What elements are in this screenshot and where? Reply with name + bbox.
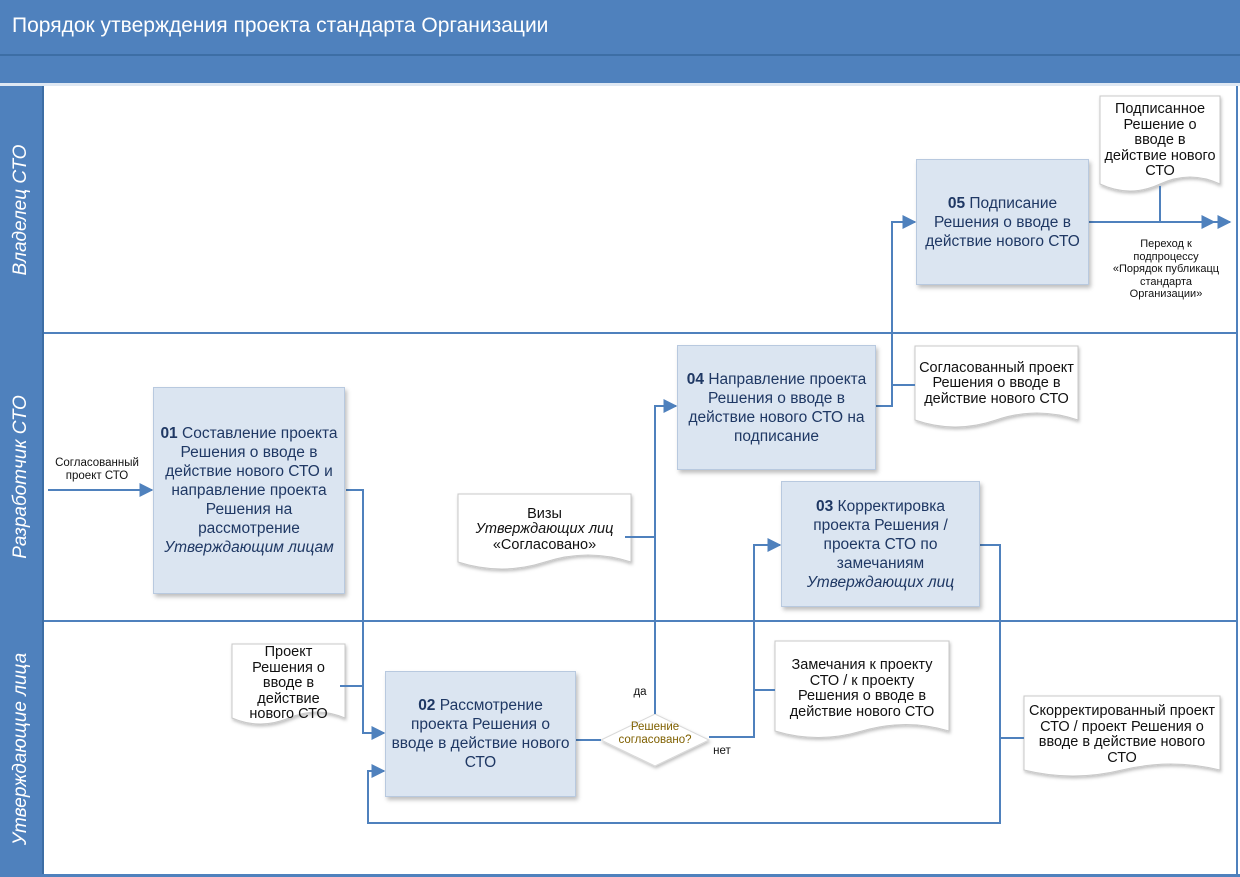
diagram-title: Порядок утверждения проекта стандарта Ор… xyxy=(12,14,549,37)
doc-visas-italic: Утверждающих лиц xyxy=(475,521,614,538)
lane-owner: Владелец СТО xyxy=(0,86,44,333)
connector xyxy=(367,544,1001,824)
doc-corrected-text: Скорректированный проект СТО / проект Ре… xyxy=(1029,703,1215,766)
lane-approvers: Утверждающие лица xyxy=(0,621,44,877)
doc-visas xyxy=(457,493,632,570)
connector xyxy=(876,215,917,407)
decision-diamond xyxy=(599,713,711,767)
decision-yes-label: да xyxy=(633,686,647,698)
task-03[interactable]: 03 Корректировка проекта Решения / проек… xyxy=(781,481,980,607)
decision-no-label: нет xyxy=(713,745,731,757)
task-05-number: 05 xyxy=(947,194,966,212)
task-05-text: Подписание Решения о вводе в действие но… xyxy=(925,194,1080,250)
task-03-number: 03 xyxy=(815,497,834,515)
doc-draft-decision-text: Проект Решения о вводе в действие нового… xyxy=(249,644,328,723)
task-01[interactable]: 01 Составление проекта Решения о вводе в… xyxy=(153,387,345,594)
task-01-number: 01 xyxy=(160,425,178,442)
doc-remarks-text: Замечания к проекту СТО / к проекту Реше… xyxy=(789,657,935,720)
doc-visas-line1: Визы xyxy=(527,505,562,522)
title-bar: Порядок утверждения проекта стандарта Ор… xyxy=(0,0,1240,56)
task-04-number: 04 xyxy=(686,370,705,388)
task-02[interactable]: 02 Рассмотрение проекта Решения о вводе … xyxy=(385,671,576,797)
decision-label: Решение согласовано? xyxy=(618,721,692,746)
input-label: Согласованный проект СТО xyxy=(55,457,139,482)
doc-agreed-project-text: Согласованный проект Решения о вводе в д… xyxy=(919,359,1074,407)
task-05[interactable]: 05 Подписание Решения о вводе в действие… xyxy=(916,159,1089,285)
task-02-text: Рассмотрение проекта Решения о вводе в д… xyxy=(391,697,570,771)
connector xyxy=(654,399,678,714)
lane-divider xyxy=(44,332,1236,334)
connector xyxy=(709,538,782,738)
task-01-italic: Утверждающим лицам xyxy=(164,539,334,556)
task-03-italic: Утверждающих лиц xyxy=(806,573,955,591)
frame-border xyxy=(1236,86,1238,877)
lane-divider xyxy=(44,620,1236,622)
doc-agreed-project xyxy=(914,345,1079,428)
frame-border xyxy=(0,874,1240,877)
task-04-text: Направление проекта Решения о вводе в де… xyxy=(688,370,867,445)
doc-signed-decision-text: Подписанное Решение о вводе в действие н… xyxy=(1104,101,1216,180)
task-04[interactable]: 04 Направление проекта Решения о вводе в… xyxy=(677,345,876,470)
header-strip xyxy=(0,56,1240,86)
task-03-text: Корректировка проекта Решения / проекта … xyxy=(813,497,948,572)
doc-visas-line3: «Согласовано» xyxy=(492,536,597,553)
doc-draft-decision xyxy=(231,643,346,725)
task-02-number: 02 xyxy=(418,697,436,714)
task-01-text: Составление проекта Решения о вводе в де… xyxy=(165,425,338,537)
doc-signed-decision xyxy=(1099,95,1221,192)
transition-label: Переход к подпроцессу «Порядок публикацц… xyxy=(1112,238,1220,300)
doc-corrected xyxy=(1023,695,1221,777)
connector xyxy=(346,489,386,740)
lane-developer: Разработчик СТО xyxy=(0,333,44,621)
doc-remarks xyxy=(774,640,950,738)
